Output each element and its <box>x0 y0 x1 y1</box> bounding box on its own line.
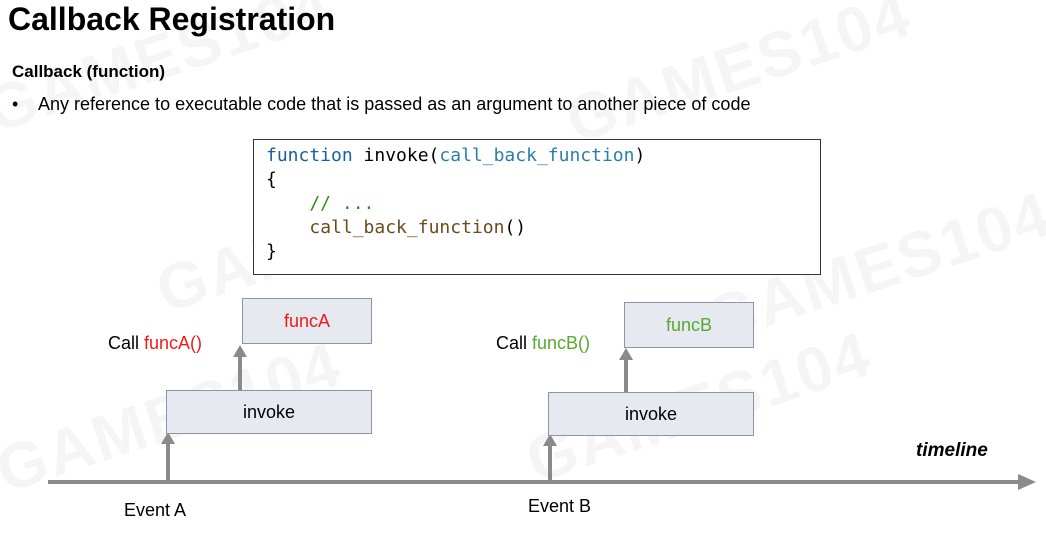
event-a-label: Event A <box>124 500 187 520</box>
funca-box-label: funcA <box>283 310 331 331</box>
code-line-3-comment: // ... <box>266 193 375 214</box>
code-line-1: function invoke(call_back_function) <box>266 144 820 168</box>
timeline-arrowhead <box>1018 474 1036 490</box>
code-line-5: } <box>266 241 277 262</box>
invoke-a-arrowhead <box>233 345 247 357</box>
code-line-4: call_back_function() <box>266 216 820 240</box>
code-paren: ) <box>634 145 646 166</box>
funcb-box-label: funcB <box>665 314 713 335</box>
section-subtitle: Callback (function) <box>12 62 166 81</box>
invoke-b-arrowhead <box>619 348 633 360</box>
call-funcb-name: funcB() <box>532 333 591 353</box>
invoke-a-label: invoke <box>242 401 296 422</box>
call-funcb-label: Call funcB() <box>496 333 590 354</box>
code-call: call_back_function <box>309 217 505 238</box>
bullet-item: • Any reference to executable code that i… <box>12 94 750 115</box>
timeline-label: timeline <box>916 440 988 461</box>
code-call-parens: () <box>504 217 527 238</box>
invoke-b-label: invoke <box>624 403 678 424</box>
code-block: function invoke(call_back_function){ // … <box>253 139 821 275</box>
event-b-arrowhead <box>543 434 557 446</box>
event-a-arrowhead <box>161 432 175 444</box>
code-line-2: { <box>266 169 277 190</box>
invoke-b-box: invoke <box>548 392 754 436</box>
bullet-marker: • <box>12 94 19 114</box>
code-function-name: invoke( <box>352 145 440 166</box>
call-funca-label: Call funcA() <box>108 333 202 354</box>
call-prefix: Call <box>108 333 145 353</box>
event-b-label: Event B <box>528 496 592 516</box>
slide-title: Callback Registration <box>8 1 336 37</box>
funca-box: funcA <box>242 298 372 344</box>
bullet-text: Any reference to executable code that is… <box>38 94 751 114</box>
call-funca-name: funcA() <box>144 333 203 353</box>
invoke-a-box: invoke <box>166 390 372 434</box>
code-parameter: call_back_function <box>439 145 635 166</box>
code-keyword: function <box>266 145 353 166</box>
funcb-box: funcB <box>624 302 754 348</box>
call-prefix: Call <box>496 333 533 353</box>
